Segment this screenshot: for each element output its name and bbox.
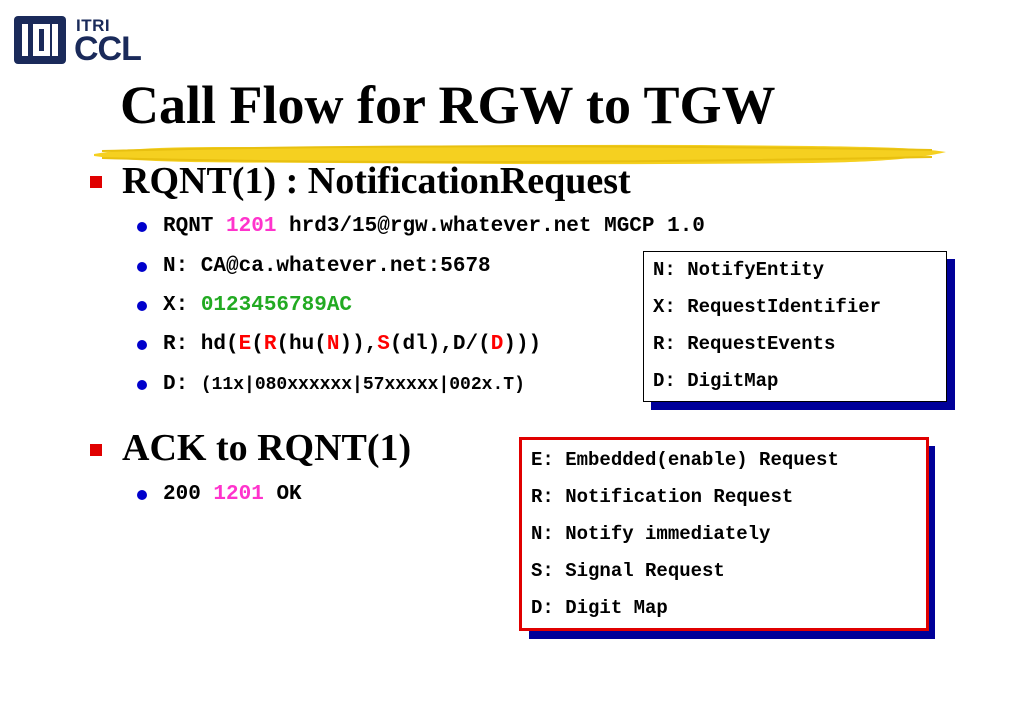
requested-events-line: R: hd(E(R(hu(N)),S(dl),D/(D))) [163,332,541,358]
box1-line: D: DigitMap [653,370,779,392]
r-part-r: R [263,333,277,356]
r-part: (hu( [276,333,327,356]
box2-line: E: Embedded(enable) Request [531,449,839,471]
x-label: X: [163,294,201,317]
box1-line: X: RequestIdentifier [653,296,882,318]
bullet-dot-icon [137,301,147,311]
d-value: (11x|080xxxxxx|57xxxxx|002x.T) [200,375,525,395]
box1-line: R: RequestEvents [653,333,836,355]
rqnt-command-line: RQNT 1201 hrd3/15@rgw.whatever.net MGCP … [163,214,705,240]
d-label: D: [163,373,201,396]
bullet-dot-icon [137,262,147,272]
r-part-n: N [326,333,340,356]
r-part: (dl),D/( [389,333,491,356]
box2-line: R: Notification Request [531,486,794,508]
bullet-dot-icon [137,490,147,500]
rqnt-endpoint: hrd3/15@rgw.whatever.net MGCP 1.0 [276,215,705,238]
x-value: 0123456789AC [200,294,353,317]
rqnt-verb: RQNT [163,215,227,238]
ack-response-line: 200 1201 OK [163,482,302,508]
title-underline-highlight [94,144,946,165]
bullet-dot-icon [137,222,147,232]
event-code-legend-box: E: Embedded(enable) Request R: Notificat… [519,437,929,631]
logo-itri-text: ITRI [76,16,111,35]
r-part-e: E [238,333,252,356]
section2-bullet-icon [90,444,102,456]
ack-status: OK [263,483,302,506]
r-part-d: D [490,333,504,356]
r-part-s: S [377,333,390,356]
section2-heading: ACK to RQNT(1) [122,427,412,469]
itri-logo-mark-icon [14,16,66,64]
digit-map-line: D: (11x|080xxxxxx|57xxxxx|002x.T) [163,372,525,398]
rqnt-transaction-id: 1201 [226,215,277,238]
logo-ccl-text: CCL [74,30,142,68]
section1-heading: RQNT(1) : NotificationRequest [122,160,631,202]
box2-line: D: Digit Map [531,597,668,619]
page-title: Call Flow for RGW to TGW [120,75,776,135]
r-part: )), [339,333,378,356]
itri-ccl-logo: ITRI CCL [14,14,164,70]
box2-line: N: Notify immediately [531,523,771,545]
parameter-legend-box: N: NotifyEntity X: RequestIdentifier R: … [643,251,947,402]
r-part: ( [251,333,264,356]
r-part: R: hd( [163,333,239,356]
bullet-dot-icon [137,380,147,390]
section1-bullet-icon [90,176,102,188]
box1-line: N: NotifyEntity [653,259,825,281]
ack-code: 200 [163,483,214,506]
bullet-dot-icon [137,340,147,350]
box2-line: S: Signal Request [531,560,725,582]
notified-entity-line: N: CA@ca.whatever.net:5678 [163,255,491,278]
r-part: ))) [503,333,542,356]
ack-transaction-id: 1201 [213,483,264,506]
request-identifier-line: X: 0123456789AC [163,293,352,319]
